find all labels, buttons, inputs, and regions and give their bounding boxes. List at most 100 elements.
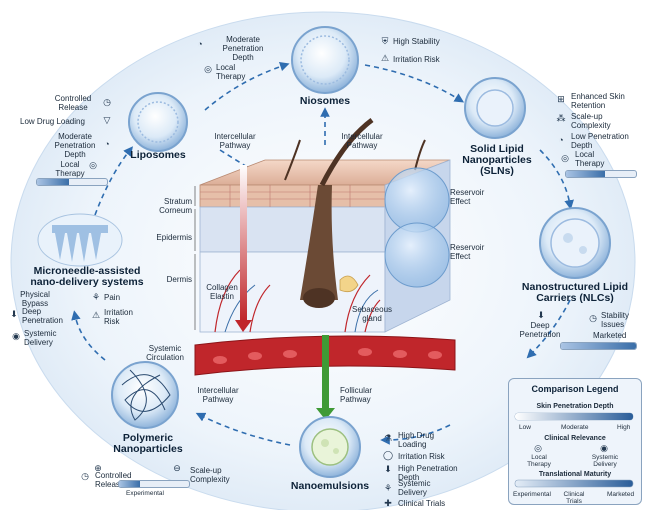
comparison-legend: Comparison Legend Skin Penetration Depth… bbox=[508, 378, 642, 505]
polymeric-vesicle bbox=[112, 362, 178, 428]
legend-title: Comparison Legend bbox=[509, 384, 641, 395]
label-intercellular-top: Intercellular Pathway bbox=[332, 132, 392, 150]
slns-maturity-fill bbox=[566, 171, 605, 177]
microneedle-patch bbox=[38, 214, 122, 266]
nanoemulsions-feature-systemic: Systemic Delivery bbox=[398, 479, 430, 497]
niosomes-feature-irritation: Irritation Risk bbox=[393, 55, 440, 64]
nanoemulsions-feature-irritation: Irritation Risk bbox=[398, 452, 445, 461]
nlcs-feature-marketed: Marketed bbox=[593, 331, 626, 340]
warning-icon: ⚠ bbox=[380, 53, 390, 63]
microneedle-feature-systemic: Systemic Delivery bbox=[24, 329, 56, 347]
label-intercellular-left: Intercellular Pathway bbox=[205, 132, 265, 150]
person-icon: ⚘ bbox=[383, 483, 393, 493]
niosomes-feature-local: Local Therapy bbox=[216, 63, 245, 81]
arrow-down-icon: ⬇ bbox=[383, 464, 393, 474]
clock-icon: ◷ bbox=[102, 97, 112, 107]
microneedle-title: Microneedle-assisted nano-delivery syste… bbox=[22, 266, 152, 288]
clock-icon: ◷ bbox=[588, 313, 598, 323]
slns-title: Solid Lipid Nanoparticles (SLNs) bbox=[462, 144, 532, 177]
liposomes-feature-loading: Low Drug Loading bbox=[20, 117, 85, 126]
polymeric-maturity-bar bbox=[118, 480, 190, 488]
arrow-down-icon: ⬇ bbox=[9, 309, 19, 319]
slns-maturity-bar bbox=[565, 170, 637, 178]
reservoir-bubble-lower bbox=[385, 223, 449, 287]
target-icon: ◎ bbox=[533, 443, 543, 453]
label-reservoir-lower: Reservoir Effect bbox=[450, 243, 484, 261]
gauge-icon: ◔ bbox=[102, 139, 112, 149]
polymeric-title: Polymeric Nanoparticles bbox=[98, 433, 198, 455]
label-sebaceous: Sebaceous gland bbox=[348, 305, 396, 323]
globe-icon: ◉ bbox=[599, 443, 609, 453]
shield-icon: ⛨ bbox=[380, 36, 390, 46]
legend-maturity-title: Translational Maturity bbox=[509, 470, 641, 479]
label-intercellular-bottom: Intercellular Pathway bbox=[188, 386, 248, 404]
polymeric-maturity-fill bbox=[119, 481, 140, 487]
plus-icon: ✚ bbox=[383, 498, 393, 508]
label-reservoir-upper: Reservoir Effect bbox=[450, 188, 484, 206]
nanoemulsion-vesicle bbox=[300, 417, 360, 477]
niosome-vesicle bbox=[292, 27, 358, 93]
label-epidermis: Epidermis bbox=[140, 233, 192, 242]
sln-vesicle bbox=[465, 78, 525, 138]
follicular-arrow bbox=[322, 335, 329, 408]
nanoemulsions-title: Nanoemulsions bbox=[284, 481, 376, 492]
legend-maturity-clinical: Clinical Trials bbox=[557, 491, 591, 505]
arrow-down-icon: ⬇ bbox=[536, 310, 546, 320]
legend-maturity-marketed: Marketed bbox=[607, 491, 634, 498]
nanoemulsions-feature-trials: Clinical Trials bbox=[398, 499, 445, 508]
gauge-icon: ◔ bbox=[556, 135, 566, 145]
microneedle-feature-pain: Pain bbox=[104, 293, 120, 302]
legend-maturity-experimental: Experimental bbox=[513, 491, 551, 498]
nlcs-title: Nanostructured Lipid Carriers (NLCs) bbox=[520, 282, 630, 304]
legend-depth-high: High bbox=[617, 424, 630, 431]
target-icon: ◎ bbox=[560, 153, 570, 163]
polymeric-maturity-label: Experimental bbox=[126, 490, 164, 497]
label-stratum-corneum: Stratum Corneum bbox=[150, 197, 192, 215]
person-icon: ⚘ bbox=[91, 292, 101, 302]
label-collagen: Collagen Elastin bbox=[200, 283, 244, 301]
liposomes-feature-local: Local Therapy bbox=[50, 160, 90, 178]
liposomes-feature-release: Controlled Release bbox=[48, 94, 98, 112]
slns-feature-local: Local Therapy bbox=[575, 150, 604, 168]
slns-feature-depth: Low Penetration Depth bbox=[571, 132, 629, 150]
reservoir-bubble-upper bbox=[385, 168, 449, 232]
legend-depth-low: Low bbox=[519, 424, 531, 431]
clock-icon: ◷ bbox=[80, 471, 90, 481]
cells-icon: ⁂ bbox=[556, 113, 566, 123]
nlcs-feature-stability: Stability Issues bbox=[601, 311, 629, 329]
minus-icon: ⊖ bbox=[172, 463, 182, 473]
polymeric-feature-scaleup: Scale-up Complexity bbox=[190, 466, 230, 484]
target-icon: ◎ bbox=[203, 64, 213, 74]
nlcs-maturity-bar bbox=[560, 342, 637, 350]
plus-icon: ⊞ bbox=[556, 94, 566, 104]
legend-relevance-title: Clinical Relevance bbox=[509, 434, 641, 443]
legend-relevance-local: Local Therapy bbox=[519, 454, 559, 468]
liposomes-maturity-fill bbox=[37, 179, 69, 185]
legend-relevance-systemic: Systemic Delivery bbox=[585, 454, 625, 468]
warning-icon: ⚠ bbox=[91, 310, 101, 320]
flask-icon: ⚗ bbox=[383, 433, 393, 443]
microneedle-feature-bypass: Physical Bypass bbox=[10, 290, 60, 308]
liposome-vesicle bbox=[129, 93, 187, 151]
circle-icon: ◯ bbox=[383, 450, 393, 460]
nlcs-feature-deep: Deep Penetration bbox=[515, 321, 565, 339]
slns-feature-retention: Enhanced Skin Retention bbox=[571, 92, 625, 110]
legend-depth-moderate: Moderate bbox=[561, 424, 588, 431]
cup-icon: ▽ bbox=[102, 115, 112, 125]
target-icon: ◎ bbox=[88, 160, 98, 170]
nanoemulsions-feature-loading: High Drug Loading bbox=[398, 431, 434, 449]
globe-icon: ◉ bbox=[11, 331, 21, 341]
liposomes-feature-depth: Moderate Penetration Depth bbox=[46, 132, 104, 159]
label-dermis: Dermis bbox=[150, 275, 192, 284]
niosomes-feature-stability: High Stability bbox=[393, 37, 440, 46]
liposomes-title: Liposomes bbox=[118, 150, 198, 161]
label-systemic-circulation: Systemic Circulation bbox=[135, 344, 195, 362]
slns-feature-scaleup: Scale-up Complexity bbox=[571, 112, 611, 130]
niosomes-feature-depth: Moderate Penetration Depth bbox=[208, 35, 278, 62]
microneedle-feature-deep: Deep Penetration bbox=[22, 307, 63, 325]
nlc-vesicle bbox=[540, 208, 610, 278]
microneedle-feature-irritation: Irritation Risk bbox=[104, 308, 133, 326]
legend-depth-title: Skin Penetration Depth bbox=[509, 402, 641, 411]
niosomes-title: Niosomes bbox=[295, 96, 355, 107]
